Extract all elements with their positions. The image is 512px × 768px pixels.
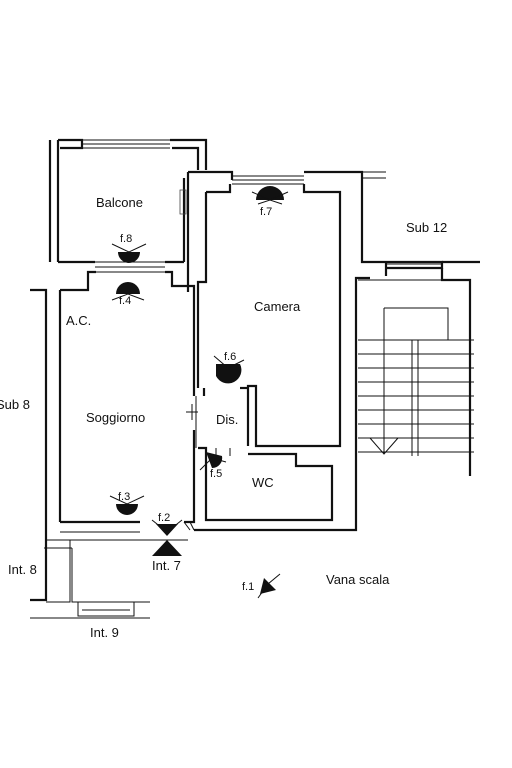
room-label-balcone: Balcone bbox=[96, 195, 143, 210]
marker-label-f5: f.5 bbox=[210, 468, 222, 480]
photo-marker-f2 bbox=[151, 519, 183, 556]
marker-label-f8: f.8 bbox=[120, 233, 132, 245]
photo-marker-f6 bbox=[213, 355, 245, 384]
photo-marker-f5 bbox=[199, 452, 227, 471]
room-label-sub8: Sub 8 bbox=[0, 397, 30, 412]
balcone-walls bbox=[48, 138, 208, 264]
camera-walls bbox=[186, 170, 388, 448]
entrance-walls bbox=[30, 539, 188, 619]
room-label-sub12: Sub 12 bbox=[406, 220, 447, 235]
room-label-camera: Camera bbox=[254, 299, 301, 314]
stairwell bbox=[358, 260, 480, 476]
marker-label-f1: f.1 bbox=[242, 581, 254, 593]
photo-marker-f3 bbox=[109, 495, 145, 515]
room-label-int7: Int. 7 bbox=[152, 558, 181, 573]
room-label-ac: A.C. bbox=[66, 313, 91, 328]
marker-label-f2: f.2 bbox=[158, 512, 170, 524]
room-label-int8: Int. 8 bbox=[8, 562, 37, 577]
room-label-vana-scala: Vana scala bbox=[326, 572, 390, 587]
photo-marker-f4 bbox=[111, 282, 145, 301]
photo-marker-f7 bbox=[251, 186, 289, 205]
marker-label-f4: f.4 bbox=[119, 295, 131, 307]
room-label-dis: Dis. bbox=[216, 412, 238, 427]
room-label-soggiorno: Soggiorno bbox=[86, 410, 145, 425]
room-label-int9: Int. 9 bbox=[90, 625, 119, 640]
photo-marker-f8 bbox=[111, 243, 147, 263]
marker-label-f7: f.7 bbox=[260, 206, 272, 218]
marker-label-f3: f.3 bbox=[118, 491, 130, 503]
soggiorno-walls bbox=[30, 260, 198, 602]
room-label-wc: WC bbox=[252, 475, 274, 490]
dis-wc-walls bbox=[183, 276, 370, 532]
marker-label-f6: f.6 bbox=[224, 351, 236, 363]
photo-marker-f1 bbox=[257, 573, 281, 599]
